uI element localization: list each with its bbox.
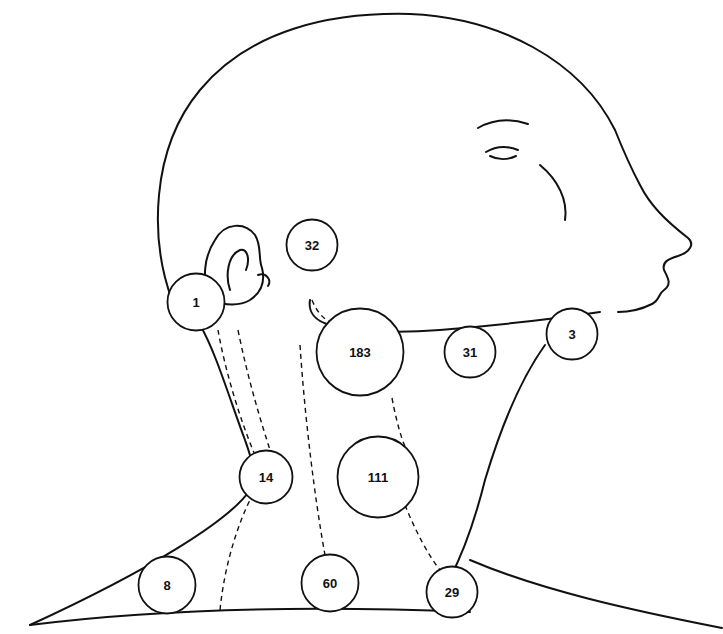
callout-circle: 14	[238, 449, 294, 505]
callout-number: 60	[323, 576, 337, 591]
callout-circle: 183	[315, 307, 405, 397]
callout-number: 8	[163, 578, 170, 593]
callout-circle: 111	[336, 435, 420, 519]
callout-number: 1	[192, 295, 199, 310]
callout-circle: 3	[545, 307, 599, 361]
callout-number: 14	[259, 470, 273, 485]
callout-number: 3	[568, 327, 575, 342]
callout-circle: 60	[300, 553, 360, 613]
callout-circle: 1	[166, 272, 226, 332]
callout-circle: 29	[425, 565, 479, 619]
callout-circle: 31	[443, 325, 497, 379]
callout-number: 183	[349, 345, 371, 360]
callout-number: 31	[463, 345, 477, 360]
callout-circle: 32	[285, 218, 339, 272]
callout-number: 32	[305, 238, 319, 253]
callout-circle: 8	[137, 555, 197, 615]
callout-number: 111	[368, 470, 388, 485]
callout-number: 29	[445, 585, 459, 600]
